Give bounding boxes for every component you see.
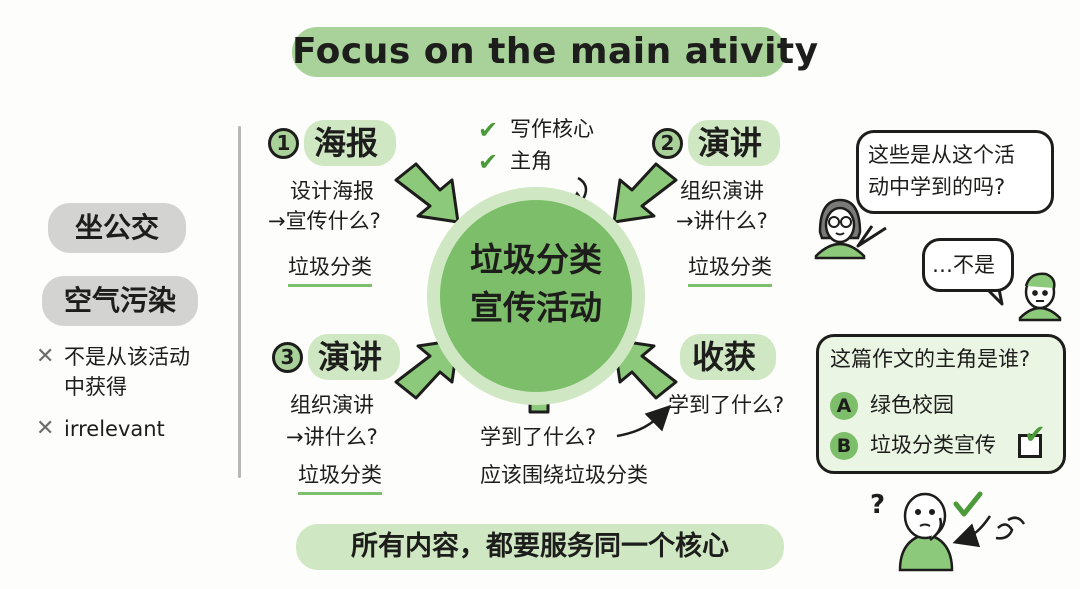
check-icon: ✔	[478, 148, 499, 176]
pill-take-bus: 坐公交	[48, 203, 186, 253]
page-title: Focus on the main ativity	[292, 31, 819, 72]
speech-bubble-student	[922, 238, 1014, 292]
section-number-3: 3	[272, 342, 303, 373]
section-poster-line2: →宣传什么?	[268, 209, 381, 233]
bubble-tail-1	[856, 225, 887, 248]
section-speech2-heading: 演讲	[698, 124, 763, 162]
check-icon: ✔	[1024, 420, 1046, 450]
note-not-from-activity-line1: 不是从该活动	[64, 345, 190, 369]
arrow-speech2-to-center	[612, 162, 678, 224]
footer-pill	[296, 524, 784, 570]
divider-line	[238, 126, 241, 478]
speech-bubble-teacher-line2: 动中学到的吗?	[868, 175, 1006, 199]
section-speech3-pill	[308, 334, 400, 380]
option-a-text: 绿色校园	[870, 393, 954, 417]
section-poster-line1: 设计海报	[290, 179, 374, 203]
speech-bubble-teacher	[856, 130, 1054, 214]
pill-air-pollution: 空气污染	[42, 276, 198, 326]
footer-text: 所有内容，都要服务同一个核心	[351, 531, 729, 562]
check-protagonist: 主角	[510, 149, 552, 173]
section-speech3-line2: →讲什么?	[286, 425, 378, 449]
section-speech2-line2: →讲什么?	[676, 209, 768, 233]
center-label-line2: 宣传活动	[470, 288, 602, 327]
learned-answer: 应该围绕垃圾分类	[480, 463, 648, 487]
question-mark-icon: ?	[870, 490, 886, 520]
section-harvest-pill	[680, 334, 776, 380]
section-poster-heading: 海报	[314, 124, 379, 162]
speech-bubble-student-text: …不是	[932, 253, 995, 277]
section-number-1: 1	[268, 128, 299, 159]
center-circle	[440, 200, 632, 392]
section-speech2-answer: 垃圾分类	[688, 252, 772, 287]
quiz-question: 这篇作文的主角是谁?	[830, 347, 1031, 371]
section-number-2: 2	[652, 128, 683, 159]
check-icon: ✔	[478, 116, 499, 144]
student-avatar	[1018, 272, 1062, 322]
learned-question: 学到了什么?	[480, 425, 597, 449]
thinking-student	[898, 492, 954, 572]
note-irrelevant: irrelevant	[64, 417, 165, 441]
note-not-from-activity-line2: 中获得	[64, 375, 127, 399]
section-speech2-line1: 组织演讲	[680, 179, 764, 203]
option-b-badge: B	[830, 432, 858, 460]
option-a-badge: A	[830, 392, 858, 420]
thinking-arrow	[952, 515, 992, 548]
check-writing-core: 写作核心	[510, 117, 594, 141]
section-poster-answer: 垃圾分类	[288, 252, 372, 287]
thinking-check	[953, 491, 983, 517]
checkbox-icon	[1018, 434, 1042, 458]
section-speech3-heading: 演讲	[318, 338, 383, 376]
center-label-line1: 垃圾分类	[470, 240, 602, 279]
center-label: 垃圾分类 宣传活动	[440, 236, 632, 332]
section-speech3-line1: 组织演讲	[290, 393, 374, 417]
speech-bubble-teacher-line1: 这些是从这个活	[868, 143, 1015, 167]
section-poster-pill	[304, 120, 396, 166]
title-pill	[292, 27, 786, 77]
x-icon: ✕	[36, 344, 55, 369]
arrow-poster-to-center	[394, 162, 460, 224]
section-speech2-pill	[688, 120, 780, 166]
teacher-avatar	[814, 198, 866, 260]
thinking-swirl	[995, 516, 1026, 540]
section-harvest-line1: 学到了什么?	[668, 393, 785, 417]
option-b-text: 垃圾分类宣传	[870, 433, 996, 457]
x-icon: ✕	[36, 416, 55, 441]
section-speech3-answer: 垃圾分类	[298, 460, 382, 495]
section-harvest-heading: 收获	[692, 338, 757, 376]
curved-arrow-learned	[616, 404, 672, 438]
